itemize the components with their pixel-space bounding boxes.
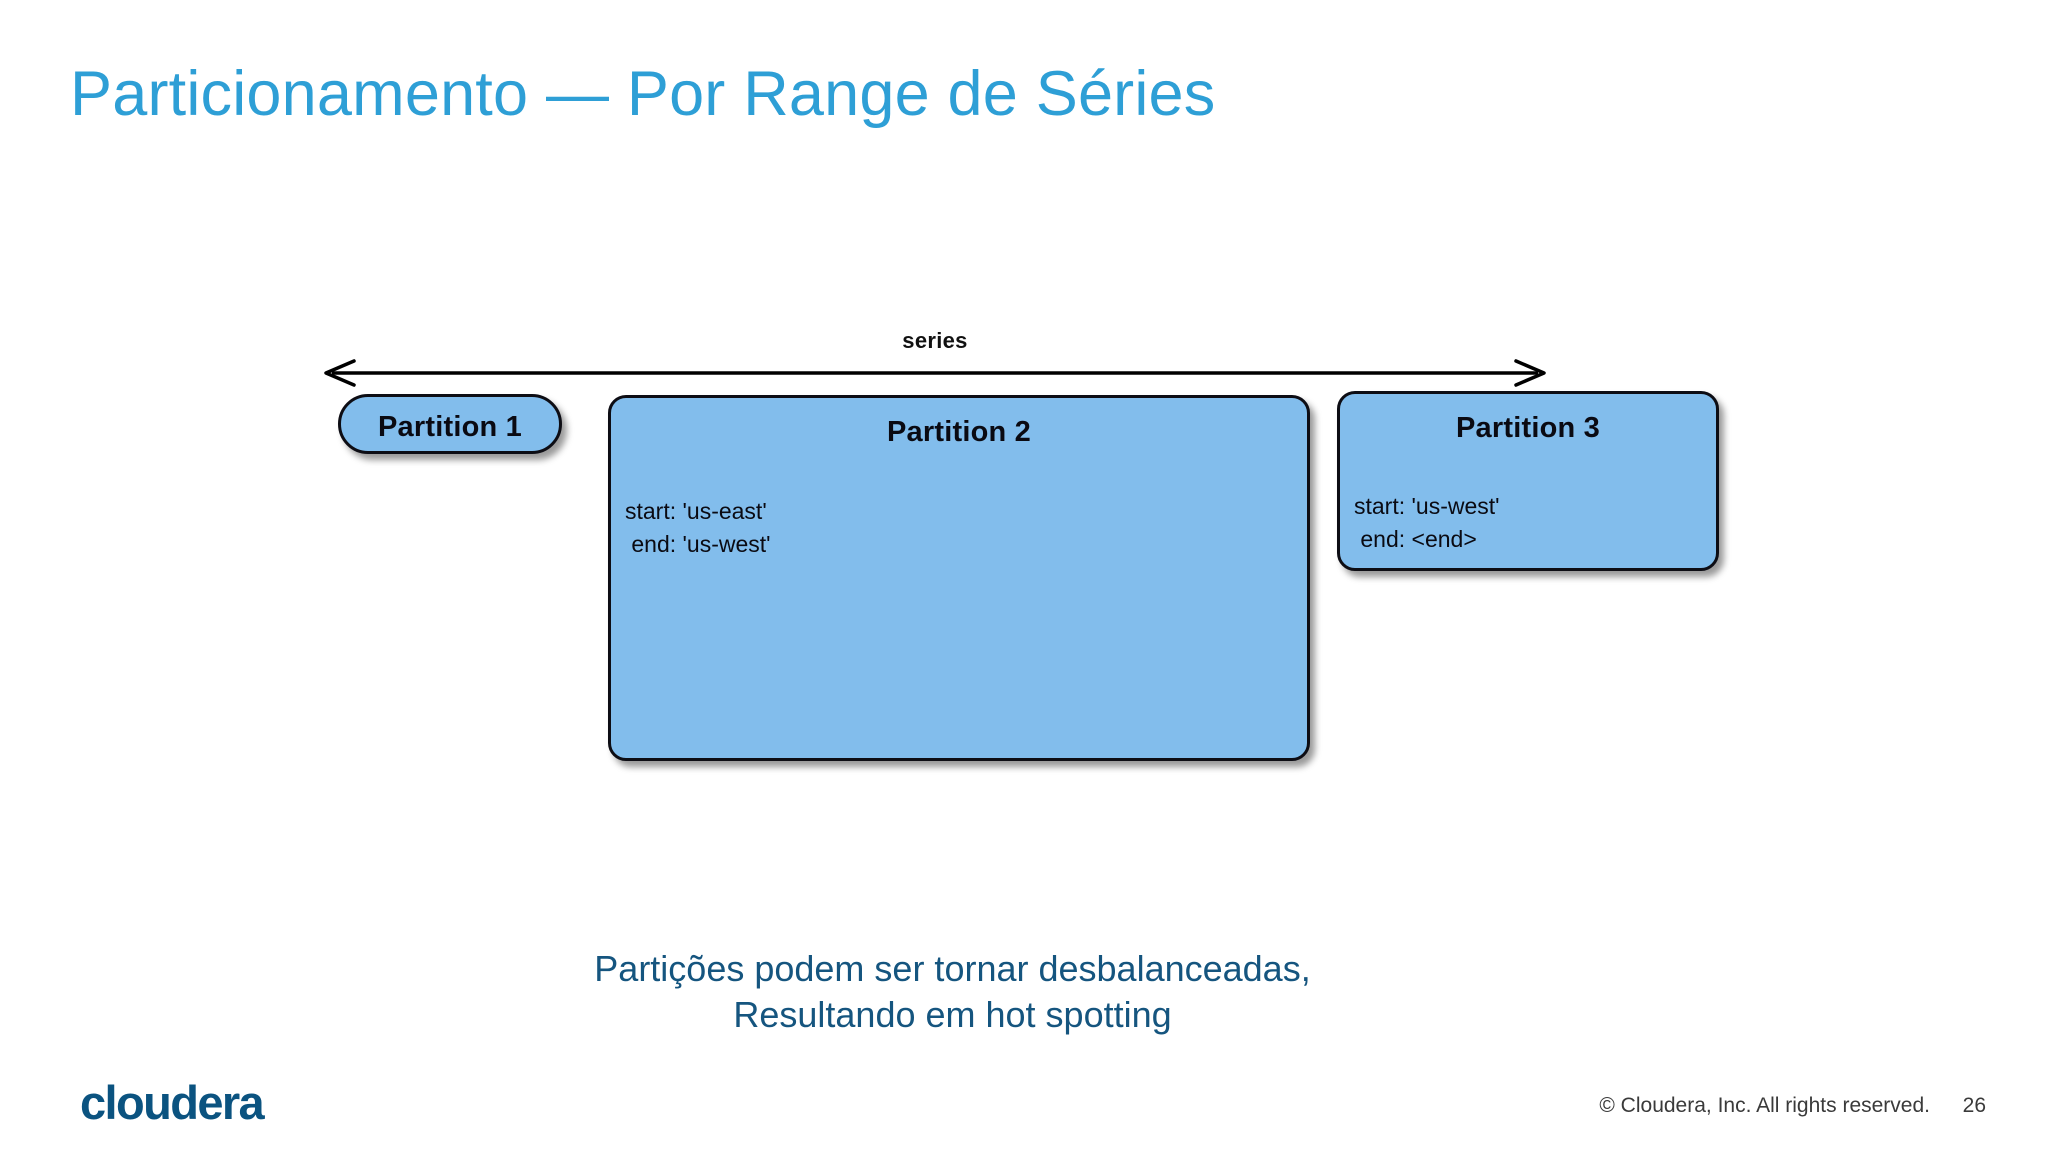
partition-box-2[interactable]: Partition 2 start: 'us-east' end: 'us-we… bbox=[608, 395, 1310, 761]
partition-box-1[interactable]: Partition 1 bbox=[338, 394, 562, 454]
footer-copyright: © Cloudera, Inc. All rights reserved. bbox=[1599, 1094, 1930, 1117]
series-axis-double-arrow-icon bbox=[324, 359, 1546, 387]
page-title: Particionamento — Por Range de Séries bbox=[70, 59, 1216, 129]
partition-2-range: start: 'us-east' end: 'us-west' bbox=[625, 498, 771, 558]
partition-2-title: Partition 2 bbox=[887, 416, 1031, 448]
axis-label-series: series bbox=[902, 328, 968, 353]
partition-1-title: Partition 1 bbox=[378, 411, 522, 443]
footer-page-number: 26 bbox=[1962, 1094, 1986, 1117]
cloudera-logo: cloudera bbox=[80, 1076, 265, 1129]
slide-caption: Partições podem ser tornar desbalanceada… bbox=[0, 946, 1905, 1037]
partition-3-range: start: 'us-west' end: <end> bbox=[1354, 493, 1500, 553]
partition-3-title: Partition 3 bbox=[1456, 412, 1600, 444]
caption-line-2: Resultando em hot spotting bbox=[733, 993, 1172, 1035]
caption-line-1: Partições podem ser tornar desbalanceada… bbox=[594, 948, 1311, 989]
partition-box-3[interactable]: Partition 3 start: 'us-west' end: <end> bbox=[1337, 391, 1719, 571]
